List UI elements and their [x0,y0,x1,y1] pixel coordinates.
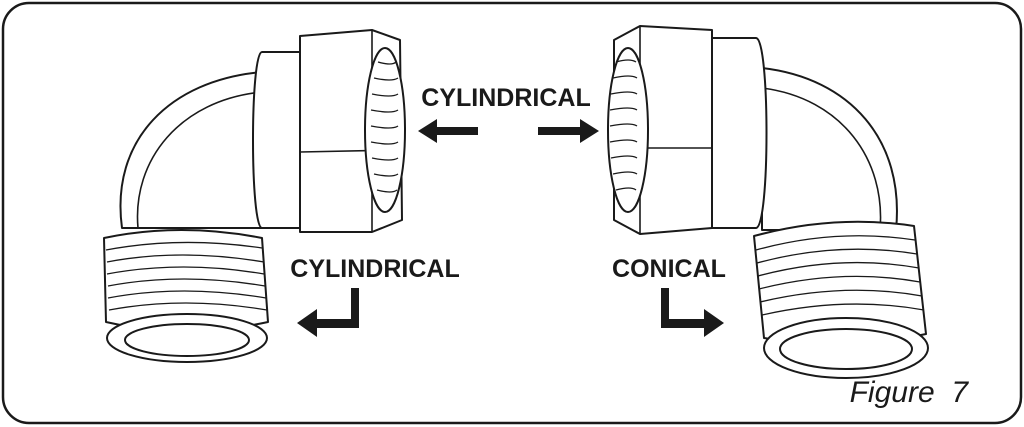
label-cylindrical-top: CYLINDRICAL [421,84,590,112]
figure-caption: Figure 7 [850,376,970,409]
left-elbow-body [119,71,263,229]
right-nut-opening [607,47,649,213]
elbow-arrow-left-icon [297,288,359,337]
left-arrow-icon [418,119,478,143]
right-collar [711,37,768,229]
left-nut-opening [364,47,406,213]
right-elbow-fitting [607,25,929,379]
right-elbow-body [761,67,898,231]
left-elbow-contour [136,91,263,229]
right-arrow-icon [538,119,599,143]
left-spigot-bore [124,323,250,357]
left-internal-thread [370,61,399,193]
right-elbow-contour [761,87,882,231]
right-internal-thread [609,59,638,191]
elbow-arrow-right-icon [661,288,724,337]
label-conical: CONICAL [612,255,726,283]
label-cylindrical-bottom: CYLINDRICAL [290,255,459,283]
right-spigot-bore [779,328,913,370]
left-collar [252,51,311,229]
right-external-thread [755,235,925,316]
left-external-thread [105,241,268,311]
left-elbow-fitting [103,29,406,363]
